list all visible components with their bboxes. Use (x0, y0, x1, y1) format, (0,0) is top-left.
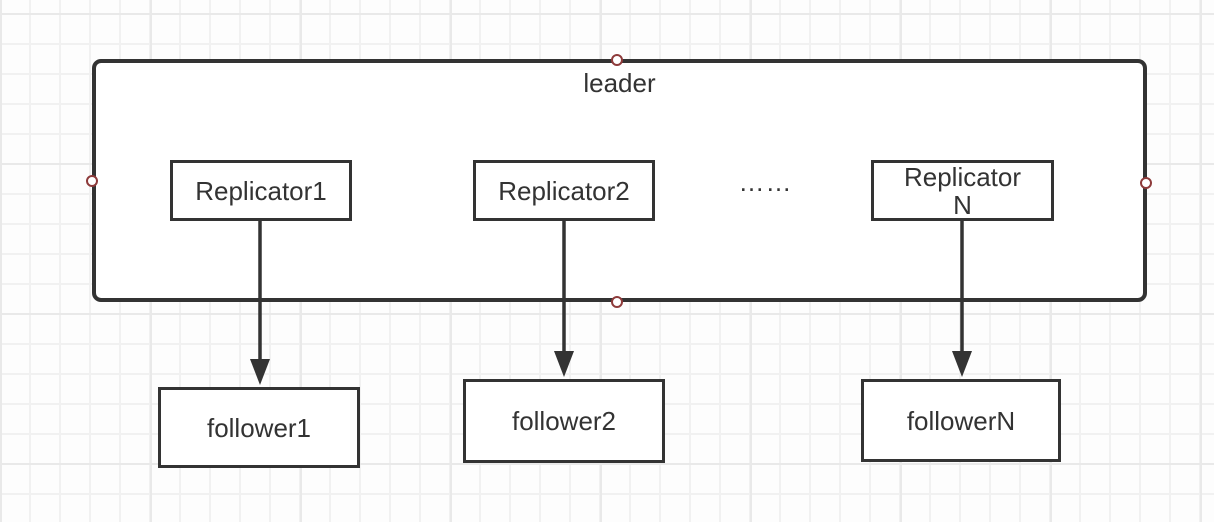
node-replicator1[interactable]: Replicator1 (170, 160, 352, 221)
node-follower2[interactable]: follower2 (463, 379, 665, 463)
node-follower2-label: follower2 (511, 406, 617, 436)
ellipsis-text: …… (738, 167, 793, 197)
node-followerN[interactable]: followerN (861, 379, 1061, 462)
connection-handle-top[interactable] (611, 54, 623, 66)
node-replicatorN-label: Replicator N (903, 161, 1022, 220)
node-followerN-label: followerN (906, 405, 1016, 436)
node-replicator2-label: Replicator2 (498, 175, 630, 206)
node-follower1-label: follower1 (206, 412, 312, 443)
connection-handle-bottom[interactable] (611, 296, 623, 308)
arrowhead-down-icon (952, 351, 972, 377)
arrowhead-down-icon (250, 359, 270, 385)
connection-handle-right[interactable] (1140, 177, 1152, 189)
node-leader-label: leader (583, 68, 656, 98)
node-follower1[interactable]: follower1 (158, 387, 360, 468)
node-replicator2[interactable]: Replicator2 (473, 160, 655, 221)
connection-handle-left[interactable] (86, 175, 98, 187)
node-replicatorN[interactable]: Replicator N (871, 160, 1054, 221)
arrowhead-down-icon (554, 351, 574, 377)
node-replicator1-label: Replicator1 (195, 175, 327, 206)
